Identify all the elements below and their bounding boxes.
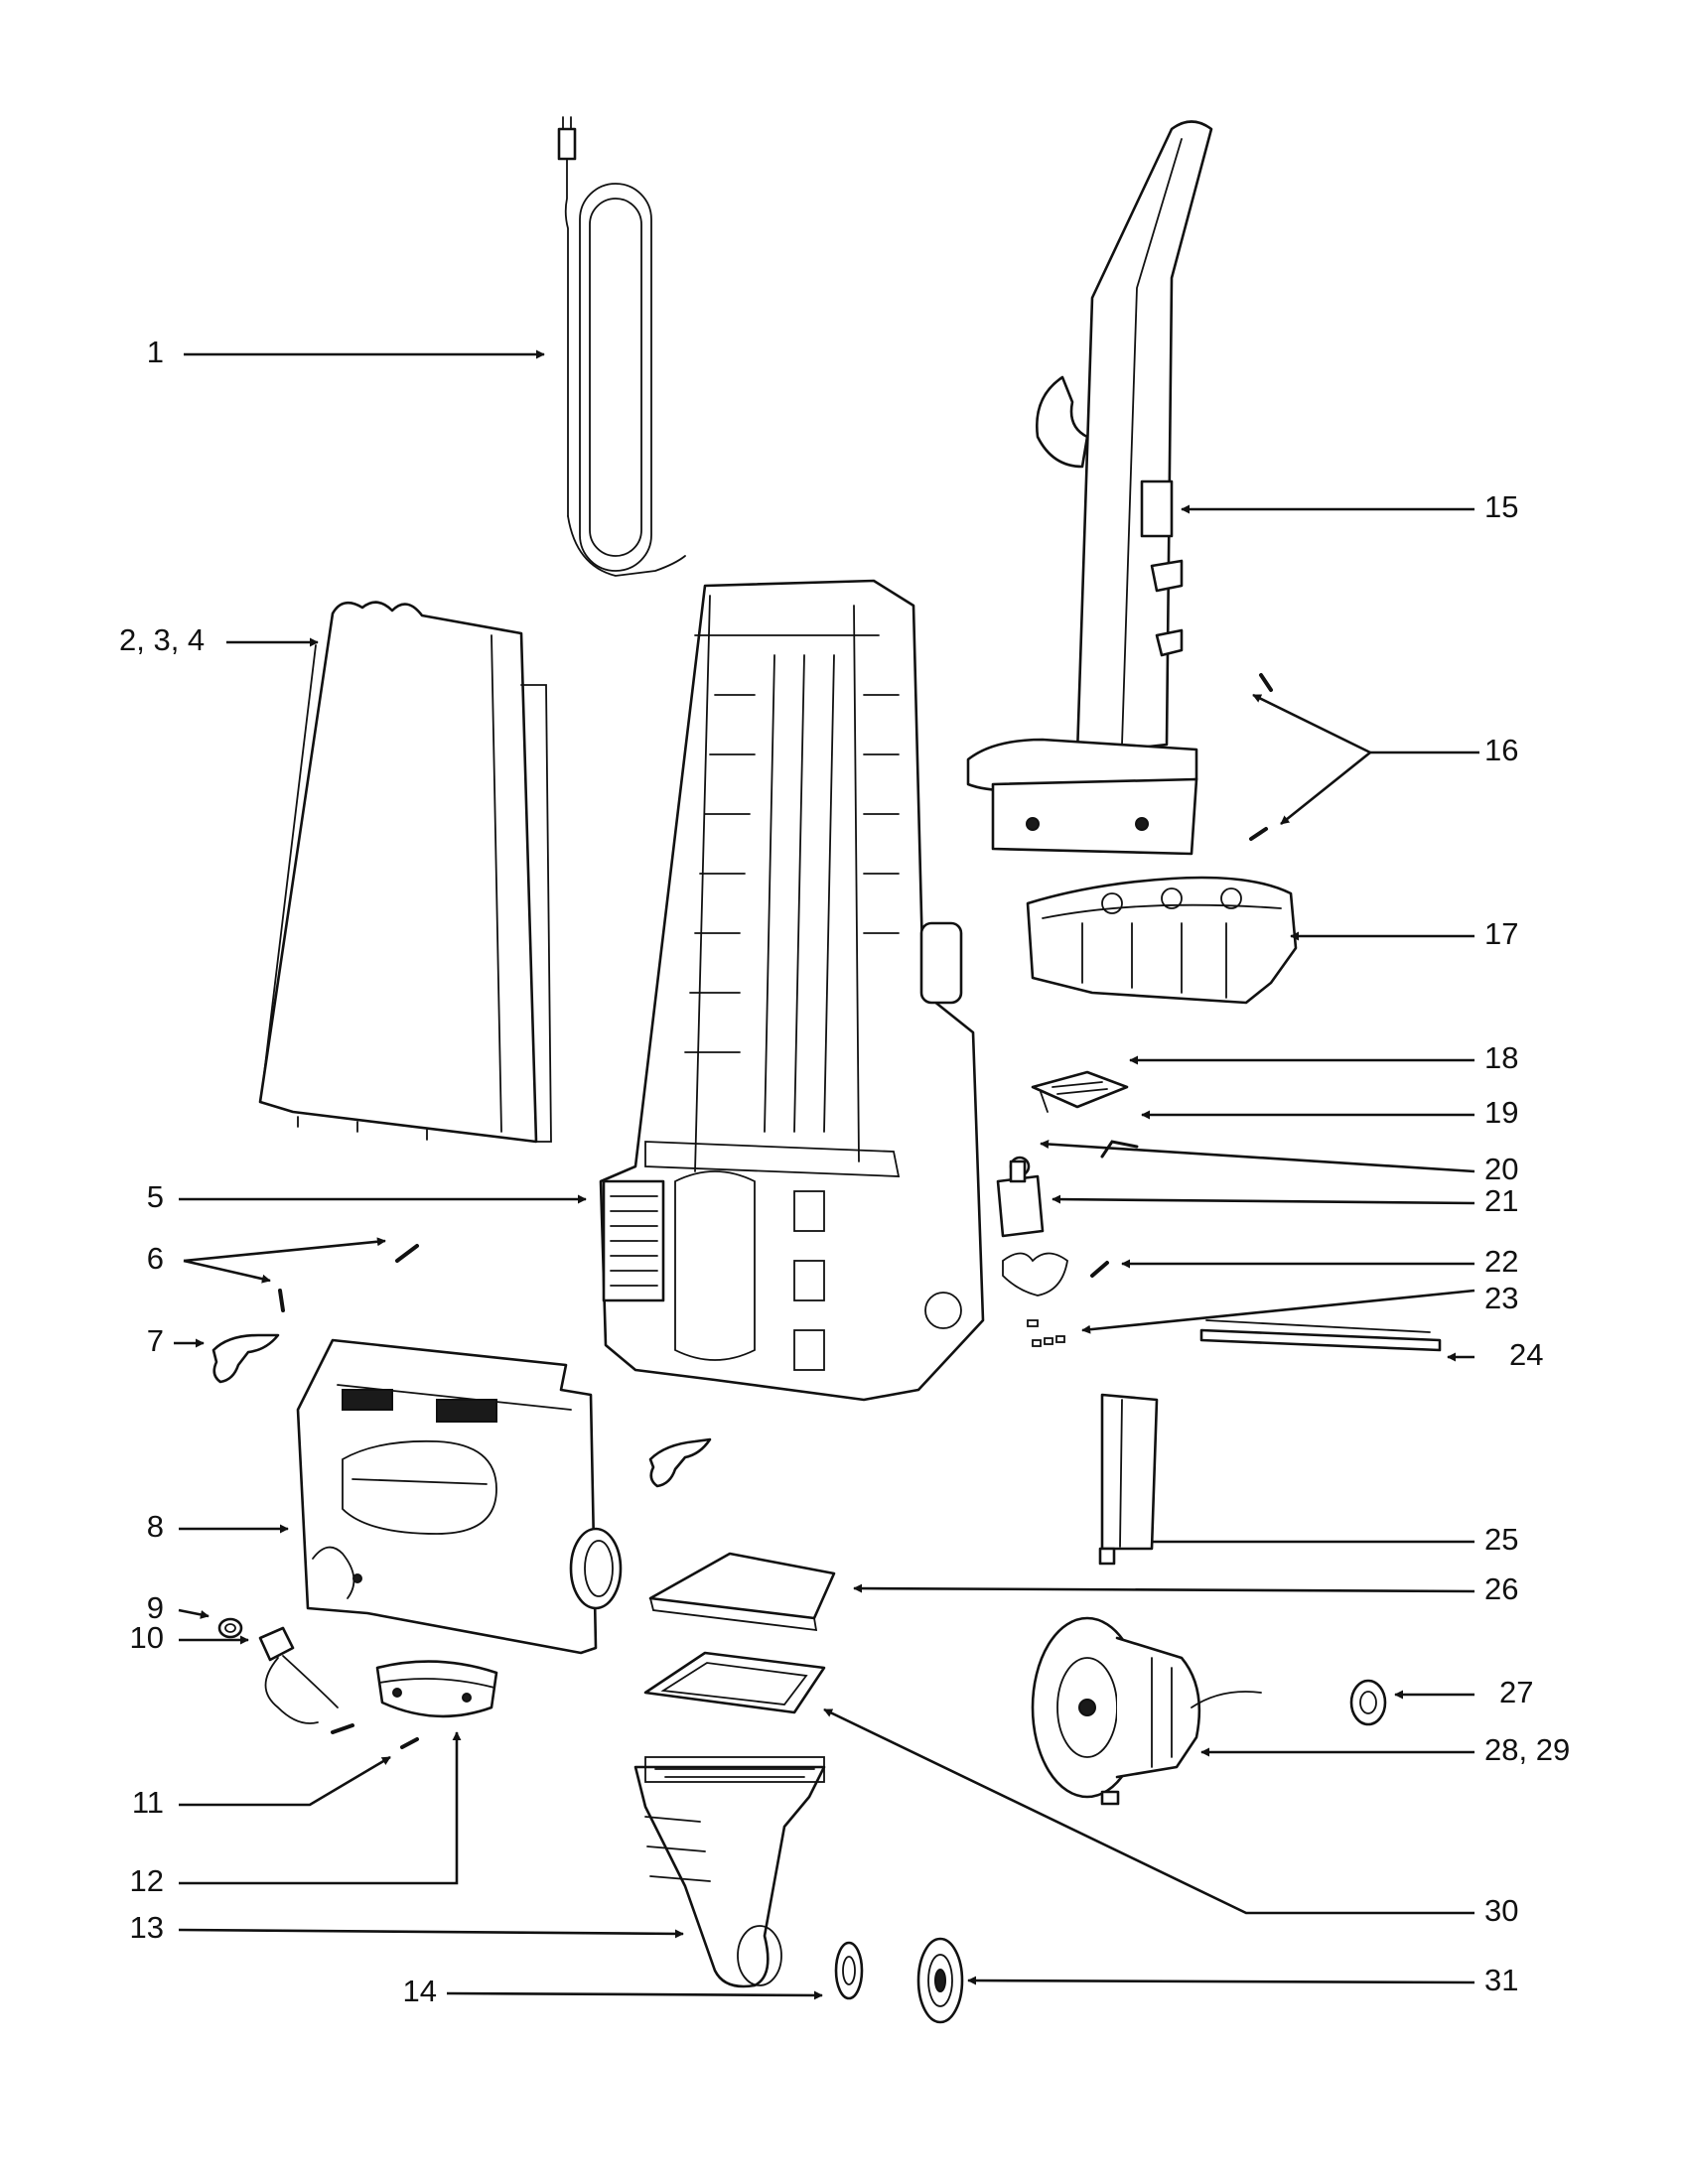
part-top-cover-17 — [1026, 876, 1298, 1005]
label-30: 30 — [1484, 1893, 1518, 1928]
label-31: 31 — [1484, 1963, 1518, 1997]
label-20: 20 — [1484, 1152, 1518, 1186]
label-17: 17 — [1484, 916, 1518, 951]
part-filter-26 — [648, 1552, 836, 1632]
part-screws-6 — [278, 1244, 419, 1312]
callout-labels: 1 2, 3, 4 5 6 7 8 9 10 11 12 13 14 15 16… — [119, 335, 1570, 2008]
label-16: 16 — [1484, 733, 1518, 767]
label-22: 22 — [1484, 1244, 1518, 1279]
part-front-cover — [258, 601, 552, 1144]
part-screw-22 — [1090, 1261, 1109, 1278]
label-6: 6 — [147, 1241, 164, 1276]
label-13: 13 — [130, 1910, 164, 1945]
label-8: 8 — [147, 1509, 164, 1544]
label-18: 18 — [1484, 1040, 1518, 1075]
label-11: 11 — [132, 1785, 164, 1820]
part-clip-7 — [211, 1333, 280, 1384]
part-grommet-9 — [217, 1617, 243, 1639]
part-plate-18 — [1031, 1070, 1129, 1113]
part-switch-box-21 — [996, 1160, 1068, 1297]
part-pin-19 — [1100, 1140, 1139, 1159]
label-15: 15 — [1484, 489, 1518, 524]
label-9: 9 — [147, 1590, 164, 1625]
label-2-3-4: 2, 3, 4 — [119, 622, 205, 657]
part-cap-27 — [1349, 1679, 1387, 1726]
label-27: 27 — [1499, 1675, 1533, 1709]
part-power-cord — [557, 116, 686, 577]
part-handle-15 — [966, 120, 1213, 856]
label-5: 5 — [147, 1179, 164, 1214]
part-bracket-12 — [375, 1660, 498, 1718]
part-switch-10 — [258, 1626, 339, 1724]
part-rod-24 — [1199, 1319, 1442, 1352]
part-nozzle-13 — [633, 1756, 826, 1988]
label-12: 12 — [130, 1863, 164, 1898]
label-7: 7 — [147, 1323, 164, 1358]
label-28-29: 28, 29 — [1484, 1732, 1570, 1767]
part-bag-door — [296, 1338, 623, 1655]
part-screws-11 — [331, 1723, 419, 1749]
part-screws-16 — [1249, 673, 1273, 841]
label-24: 24 — [1509, 1337, 1543, 1372]
label-26: 26 — [1484, 1571, 1518, 1606]
part-gasket-31 — [916, 1937, 964, 2024]
label-25: 25 — [1484, 1522, 1518, 1557]
part-motor-28-29 — [1031, 1616, 1262, 1806]
part-small-clip — [648, 1437, 712, 1488]
part-clips-23 — [1027, 1319, 1065, 1347]
label-23: 23 — [1484, 1281, 1518, 1315]
label-14: 14 — [403, 1974, 437, 2008]
part-filter-frame-30 — [643, 1651, 826, 1714]
part-brush-strip-25 — [1098, 1393, 1159, 1566]
part-main-housing — [599, 579, 985, 1402]
label-21: 21 — [1484, 1183, 1518, 1218]
label-10: 10 — [130, 1620, 164, 1655]
leader-lines — [174, 349, 1479, 2000]
label-19: 19 — [1484, 1095, 1518, 1130]
part-wheel-14 — [834, 1941, 864, 2000]
label-1: 1 — [147, 335, 164, 369]
